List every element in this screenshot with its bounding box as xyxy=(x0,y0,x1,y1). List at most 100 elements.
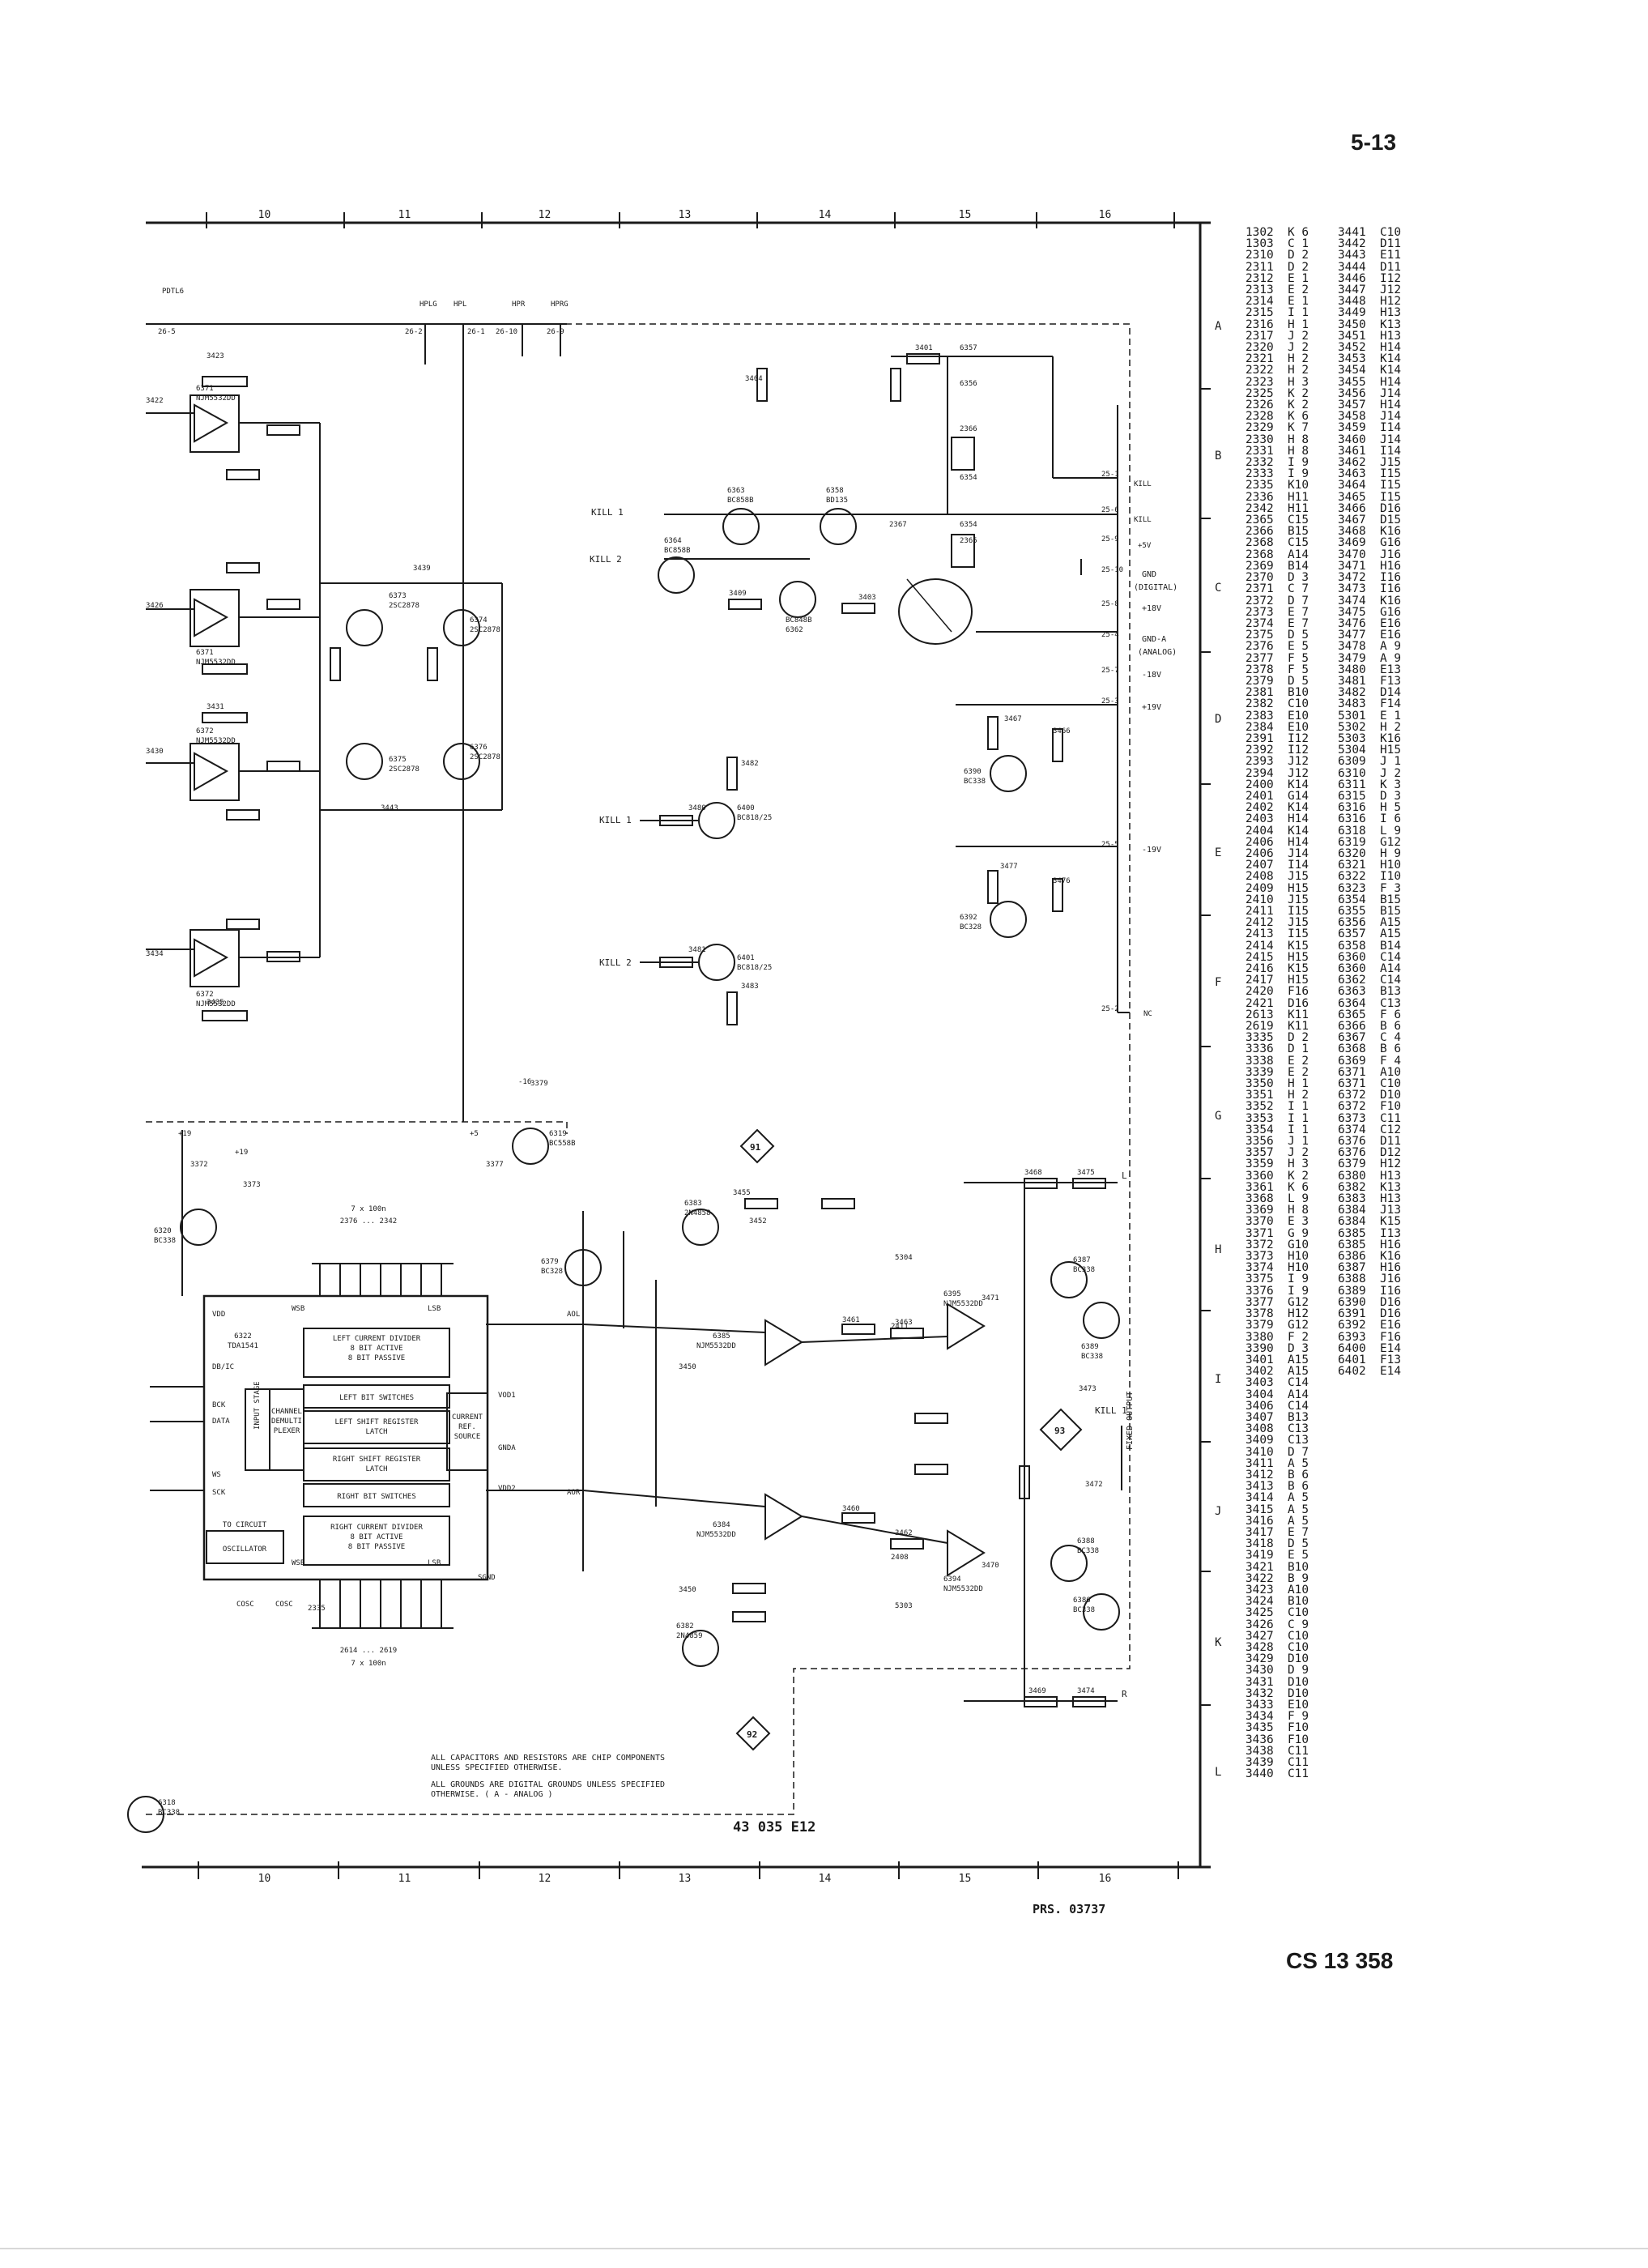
grid-location: A15 xyxy=(1288,1353,1309,1366)
svg-text:25-5: 25-5 xyxy=(1101,841,1119,849)
component-ref: 3443 xyxy=(1338,249,1366,262)
grid-location: K 7 xyxy=(1288,421,1309,435)
grid-location: J15 xyxy=(1288,893,1309,906)
svg-text:NJM5532DD: NJM5532DD xyxy=(943,1300,983,1308)
svg-text:5303: 5303 xyxy=(895,1602,913,1610)
grid-location xyxy=(1380,1573,1430,1584)
component-ref xyxy=(1338,1757,1380,1768)
grid-location xyxy=(1380,1607,1430,1618)
component-ref: 3468 xyxy=(1338,525,1366,539)
component-ref: 3421 xyxy=(1246,1560,1274,1574)
grid-location: I 9 xyxy=(1288,1284,1309,1298)
component-ref: 3390 xyxy=(1246,1341,1274,1355)
component-ref: 3352 xyxy=(1246,1100,1274,1114)
grid-location: C13 xyxy=(1288,1434,1309,1447)
component-ref: 6391 xyxy=(1338,1307,1366,1321)
grid-location: B 6 xyxy=(1288,1480,1309,1494)
grid-location: K 3 xyxy=(1380,778,1401,791)
grid-row-letter: A xyxy=(1215,320,1222,333)
component-ref: 6367 xyxy=(1338,1031,1366,1045)
component-ref: 3373 xyxy=(1246,1250,1274,1264)
grid-location xyxy=(1380,1458,1430,1469)
grid-col: 10 xyxy=(258,209,271,221)
component-ref: 2379 xyxy=(1246,674,1274,688)
component-ref xyxy=(1338,1423,1380,1435)
grid-location xyxy=(1380,1699,1430,1711)
grid-location: K15 xyxy=(1288,962,1309,975)
component-ref xyxy=(1338,1400,1380,1412)
grid-location: A14 xyxy=(1288,548,1309,561)
grid-location: E 3 xyxy=(1288,1215,1309,1229)
svg-text:3462: 3462 xyxy=(895,1529,913,1537)
component-ref: 3429 xyxy=(1246,1652,1274,1666)
grid-location: C11 xyxy=(1288,1767,1309,1781)
grid-location xyxy=(1380,1389,1430,1400)
grid-location: J13 xyxy=(1380,1204,1401,1217)
component-ref: 2408 xyxy=(1246,870,1274,884)
grid-location: I15 xyxy=(1380,479,1401,492)
component-ref: 3359 xyxy=(1246,1157,1274,1171)
component-ref xyxy=(1338,1711,1380,1722)
component-ref: 2323 xyxy=(1246,375,1274,389)
grid-location: E 5 xyxy=(1288,640,1309,654)
svg-text:6354: 6354 xyxy=(960,474,977,482)
component-ref: 3424 xyxy=(1246,1595,1274,1609)
component-ref: 6322 xyxy=(1338,870,1366,884)
component-ref: 6355 xyxy=(1338,904,1366,918)
component-ref xyxy=(1338,1642,1380,1653)
grid-location xyxy=(1380,1688,1430,1699)
component-ref: 6376 xyxy=(1338,1135,1366,1149)
grid-row-letter: L xyxy=(1215,1766,1222,1779)
component-ref xyxy=(1338,1481,1380,1492)
grid-location xyxy=(1380,1538,1430,1550)
svg-text:BC338: BC338 xyxy=(1073,1606,1095,1614)
grid-location: B15 xyxy=(1380,893,1401,906)
component-ref: 3403 xyxy=(1246,1376,1274,1390)
component-ref xyxy=(1338,1492,1380,1503)
grid-row-letter: B xyxy=(1215,450,1222,463)
grid-location: J15 xyxy=(1380,456,1401,470)
component-ref: 2370 xyxy=(1246,571,1274,585)
component-ref: 2371 xyxy=(1246,582,1274,596)
component-ref: 6372 xyxy=(1338,1089,1366,1102)
component-ref: 2316 xyxy=(1246,318,1274,331)
grid-location: I13 xyxy=(1380,1226,1401,1240)
component-ref: 2392 xyxy=(1246,744,1274,757)
component-ref: 3351 xyxy=(1246,1089,1274,1102)
svg-text:3472: 3472 xyxy=(1085,1481,1103,1489)
component-ref: 2315 xyxy=(1246,306,1274,320)
component-ref: 6371 xyxy=(1338,1065,1366,1079)
component-ref: 6316 xyxy=(1338,812,1366,826)
svg-text:3401: 3401 xyxy=(915,344,933,352)
component-ref: 6366 xyxy=(1338,1020,1366,1034)
component-ref xyxy=(1338,1412,1380,1423)
grid-location: E 5 xyxy=(1288,1549,1309,1562)
component-ref: 6379 xyxy=(1338,1157,1366,1171)
svg-text:3426: 3426 xyxy=(146,602,164,610)
grid-location: B14 xyxy=(1380,939,1401,953)
svg-text:LEFT BIT SWITCHES: LEFT BIT SWITCHES xyxy=(339,1394,414,1402)
kill-drivers xyxy=(640,757,738,1025)
component-ref: 5301 xyxy=(1338,709,1366,723)
component-ref: 2332 xyxy=(1246,456,1274,470)
grid-location: K 6 xyxy=(1288,1180,1309,1194)
svg-text:2614 ... 2619: 2614 ... 2619 xyxy=(340,1647,397,1655)
grid-location: H 3 xyxy=(1288,375,1309,389)
component-ref: 2382 xyxy=(1246,697,1274,711)
component-ref: 3474 xyxy=(1338,594,1366,608)
component-ref: 3411 xyxy=(1246,1456,1274,1470)
grid-location: G 9 xyxy=(1288,1226,1309,1240)
component-ref xyxy=(1338,1447,1380,1458)
